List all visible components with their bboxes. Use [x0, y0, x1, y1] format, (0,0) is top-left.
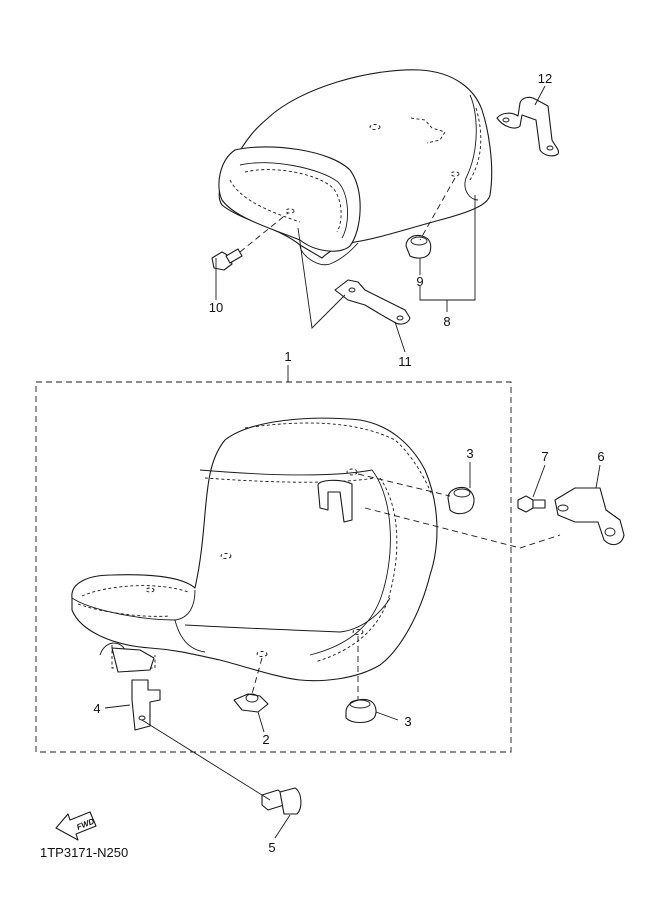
drawing-code: 1TP3171-N250 [40, 845, 128, 860]
leader-5-line [141, 719, 271, 801]
leader-6-dash [364, 507, 561, 549]
leader-12 [534, 85, 546, 106]
part-12-bracket [496, 96, 559, 157]
leader-3b [375, 711, 399, 721]
callout-2: 2 [262, 732, 269, 747]
leader-6 [595, 464, 601, 489]
part-6-bracket [554, 487, 625, 546]
callout-12: 12 [538, 71, 552, 86]
main-seat [71, 417, 438, 682]
callout-1: 1 [284, 349, 291, 364]
assembly-box [35, 381, 512, 753]
leader-4 [104, 704, 131, 709]
callout-9: 9 [416, 274, 423, 289]
part-4-bracket [131, 679, 161, 731]
leader-7 [532, 464, 546, 498]
leader-5 [274, 814, 291, 839]
upper-seat [218, 69, 493, 266]
leader-8 [419, 195, 476, 301]
callout-8: 8 [443, 314, 450, 329]
fwd-arrow-icon: FWD [55, 811, 97, 841]
part-2-nut [233, 693, 269, 713]
callout-4: 4 [93, 701, 100, 716]
part-7-bolt [517, 495, 546, 513]
callout-6: 6 [597, 449, 604, 464]
callout-7: 7 [541, 449, 548, 464]
part-3-damper-lower [345, 698, 377, 724]
callout-3-lower: 3 [404, 714, 411, 729]
part-5-bolt [261, 787, 302, 815]
part-3-damper-upper [447, 486, 475, 515]
leader-11 [394, 321, 406, 353]
callout-10: 10 [209, 300, 223, 315]
callout-5: 5 [268, 840, 275, 855]
part-10-bolt [211, 248, 243, 271]
callout-11: 11 [398, 354, 412, 369]
part-9-damper [405, 234, 432, 259]
part-11-bracket [334, 279, 411, 325]
callout-3-upper: 3 [466, 446, 473, 461]
leader-2 [257, 711, 265, 733]
